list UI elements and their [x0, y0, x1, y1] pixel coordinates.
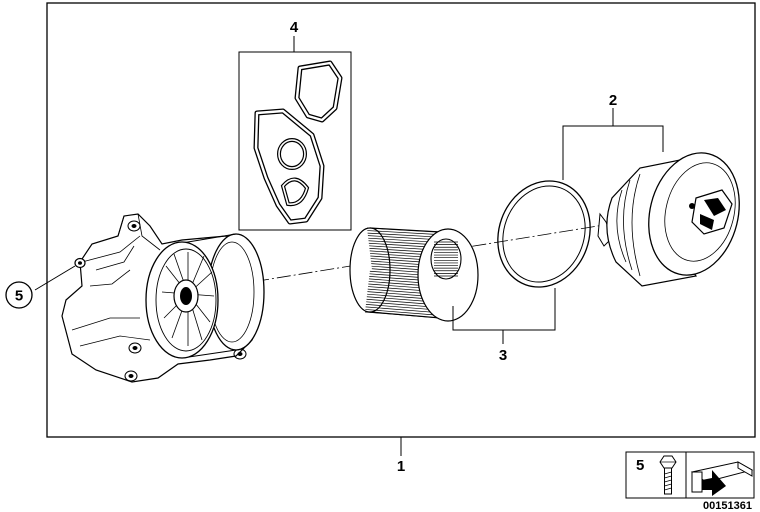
diagram-code: 00151361 — [703, 500, 752, 512]
o-ring[interactable] — [483, 168, 605, 300]
assembly-arrow-icon — [690, 461, 754, 496]
callout-2: 2 — [609, 92, 617, 109]
gasket-box — [238, 51, 352, 231]
leader-lines — [34, 36, 664, 456]
callout-5: 5 — [15, 288, 23, 305]
legend-number: 5 — [636, 457, 644, 474]
callout-1: 1 — [397, 458, 405, 475]
legend-box: 5 — [625, 451, 755, 499]
bolt-icon — [659, 455, 677, 495]
filter-cap[interactable] — [597, 143, 752, 287]
gasket-set[interactable] — [238, 51, 352, 231]
callout-5-circle — [5, 281, 33, 309]
callout-4: 4 — [290, 19, 299, 36]
oil-filter-housing[interactable] — [61, 213, 265, 383]
callout-3: 3 — [499, 347, 507, 364]
filter-element[interactable] — [349, 227, 479, 322]
